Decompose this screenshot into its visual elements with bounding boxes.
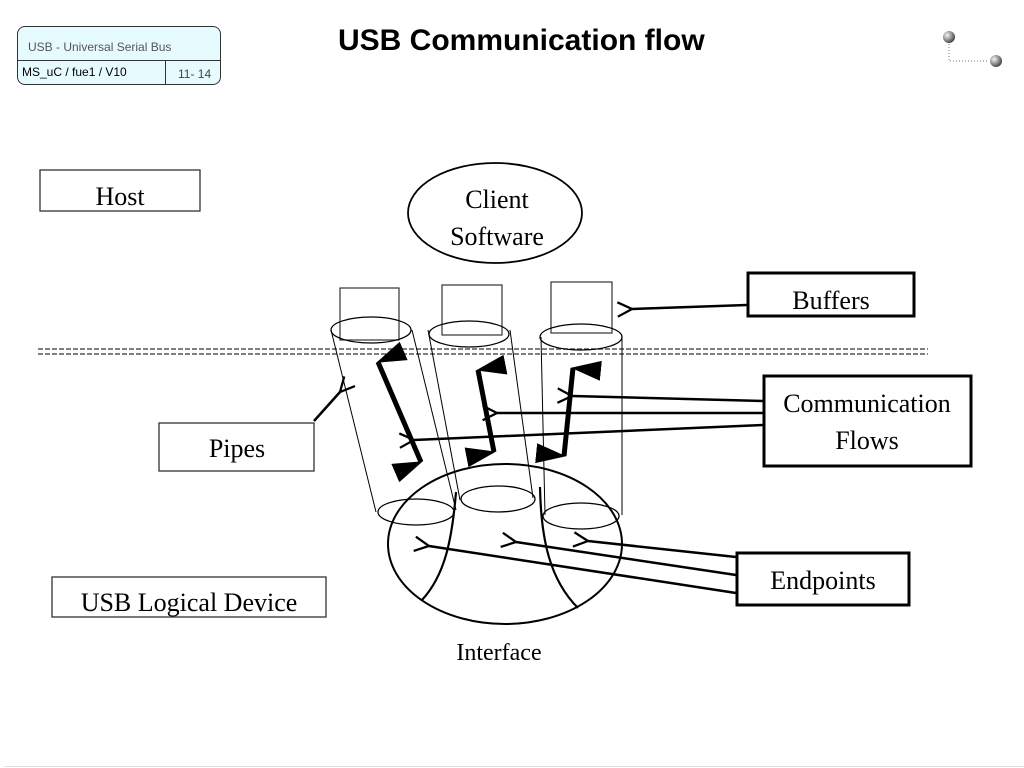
buffers-box (746, 271, 916, 318)
interface-divider-left (421, 491, 458, 601)
host-box (39, 169, 201, 212)
endpoint-1 (377, 498, 455, 526)
usb-logical-device-box (51, 576, 327, 618)
host-device-boundary (38, 348, 928, 355)
buffers-label: Buffers (792, 286, 870, 315)
logo-icon (943, 31, 1002, 67)
pipes-pointer-arrow (313, 392, 340, 422)
comm-label-line2: Flows (835, 426, 899, 455)
comm-label-line1: Communication (783, 389, 951, 418)
pipes-box (158, 422, 315, 472)
buffers-pointer-arrow (632, 305, 748, 309)
footer-divider (4, 766, 1024, 767)
flow-arrow-2 (464, 354, 508, 468)
client-software-ellipse (407, 162, 583, 264)
pipes-label: Pipes (209, 434, 265, 463)
slide-title: USB Communication flow (338, 24, 705, 57)
logo-ball-top (943, 31, 955, 43)
endpoint-pointer-arrow-2 (516, 542, 737, 577)
interface-divider-right (538, 486, 579, 609)
client-label-line2: Software (450, 222, 544, 251)
endpoints-label: Endpoints (770, 566, 875, 595)
version-label: MS_uC / fue1 / V10 (18, 61, 166, 84)
flow-arrow-1 (375, 341, 424, 483)
communication-flows-box (762, 374, 973, 468)
client-label-line1: Client (465, 185, 529, 214)
header-meta-row: MS_uC / fue1 / V10 11- 14 (18, 61, 220, 84)
comm-pointer-arrow-1 (414, 423, 764, 440)
pipe-2 (427, 284, 536, 513)
buffer-2 (441, 284, 503, 336)
pipe-3 (535, 281, 623, 530)
endpoint-2 (460, 485, 536, 513)
buffer-3 (550, 281, 613, 334)
interface-label: Interface (456, 640, 541, 666)
endpoint-pointer-arrow-1 (429, 546, 737, 595)
comm-pointer-arrow-3 (572, 396, 764, 401)
endpoint-3 (542, 502, 620, 530)
page-number: 11- 14 (178, 67, 212, 81)
pipe-1 (330, 287, 457, 526)
slide-header-box: USB - Universal Serial Bus MS_uC / fue1 … (17, 26, 221, 85)
buffer-1 (339, 287, 400, 341)
host-label: Host (95, 182, 145, 211)
endpoints-box (735, 551, 911, 607)
endpoint-pointer-arrow-3 (588, 541, 737, 559)
course-name: USB - Universal Serial Bus (18, 27, 220, 61)
usb-logical-device-label: USB Logical Device (81, 588, 298, 617)
logo-ball-bottom (990, 55, 1002, 67)
